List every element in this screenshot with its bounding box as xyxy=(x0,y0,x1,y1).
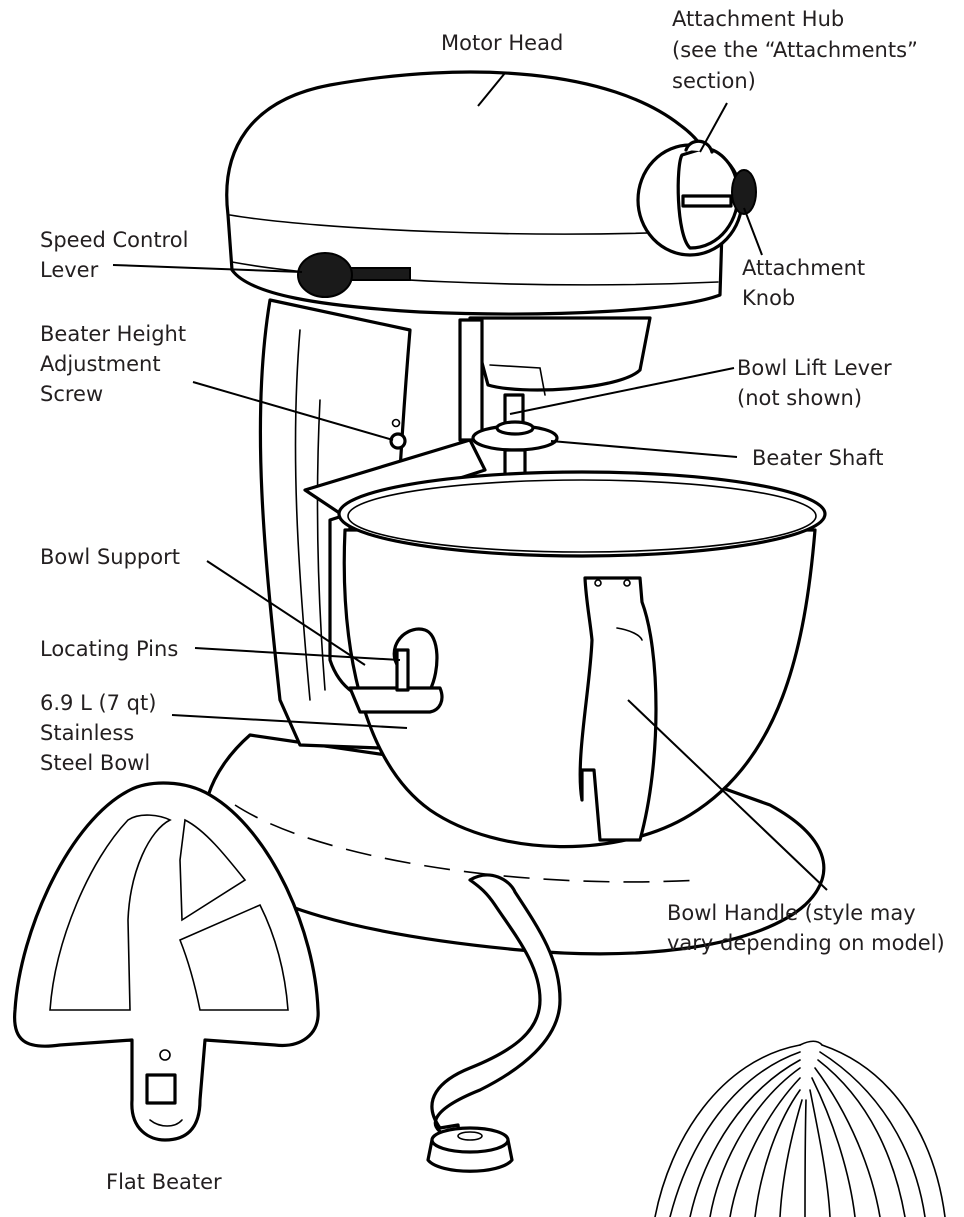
leader-beater-shaft xyxy=(550,440,738,458)
leader-bowl-handle xyxy=(627,699,828,891)
leader-locating-pins xyxy=(194,647,401,661)
label-speed-control-lever: Speed Control Lever xyxy=(40,228,195,282)
leader-attachment-knob xyxy=(743,207,763,256)
label-attachment-knob: Attachment Knob xyxy=(742,256,872,310)
leader-bowl-support xyxy=(206,560,366,666)
leader-bowl-lift xyxy=(509,367,735,415)
attachment-knob xyxy=(731,169,757,215)
label-attachment-hub: Attachment Hub (see the “Attachments” se… xyxy=(672,7,925,93)
dough-hook-illustration xyxy=(426,873,562,1173)
wire-whip-illustration xyxy=(654,1040,946,1217)
flat-beater-frame xyxy=(12,781,320,1142)
leader-bowl xyxy=(171,714,408,729)
stand-mixer-illustration xyxy=(202,70,827,956)
label-stainless-steel-bowl: 6.9 L (7 qt) Stainless Steel Bowl xyxy=(40,691,163,775)
bowl-handle xyxy=(578,576,658,842)
label-beater-height-screw: Beater Height Adjustment Screw xyxy=(40,322,193,406)
leader-attachment-hub xyxy=(699,102,728,153)
label-bowl-lift-lever: Bowl Lift Lever (not shown) xyxy=(737,356,898,410)
beater-height-screw xyxy=(389,432,407,450)
planetary-housing xyxy=(468,316,652,392)
leader-beater-height xyxy=(192,381,394,441)
label-flat-beater: Flat Beater xyxy=(106,1170,222,1194)
label-bowl-handle: Bowl Handle (style may vary depending on… xyxy=(667,901,945,955)
bowl-rim xyxy=(337,470,827,558)
leader-lines xyxy=(112,72,828,891)
locating-pin xyxy=(395,648,410,692)
leader-motor-head xyxy=(477,72,506,107)
flat-beater-illustration xyxy=(12,781,320,1142)
label-locating-pins: Locating Pins xyxy=(40,637,178,661)
label-bowl-support: Bowl Support xyxy=(40,545,180,569)
beater-shaft xyxy=(503,448,527,477)
speed-control-knob xyxy=(297,252,353,298)
label-beater-shaft: Beater Shaft xyxy=(752,446,883,470)
leader-speed-control xyxy=(112,264,303,273)
label-motor-head: Motor Head xyxy=(441,31,563,55)
